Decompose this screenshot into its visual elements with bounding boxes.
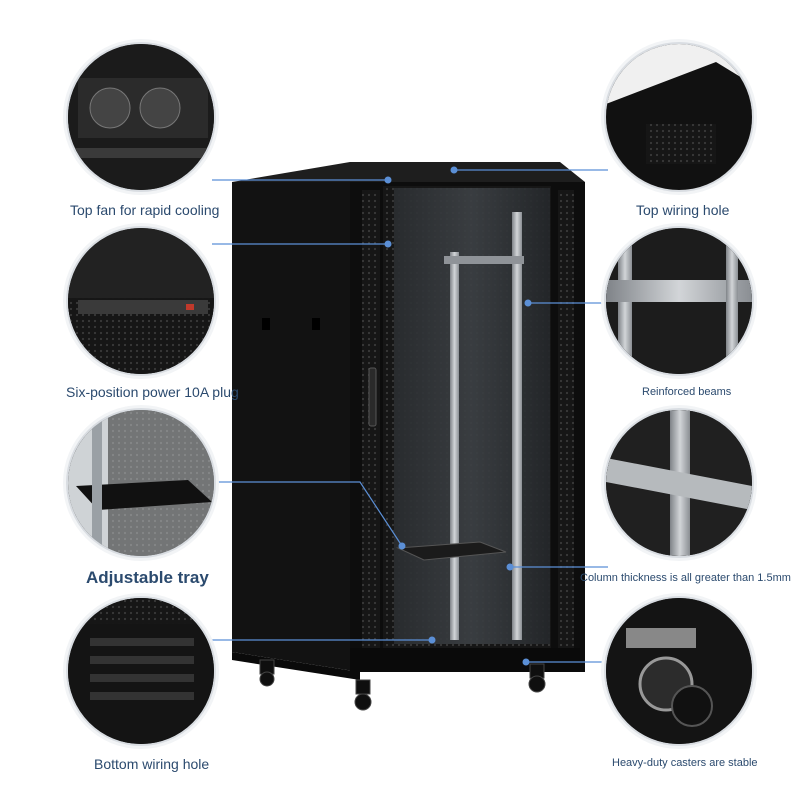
casters-detail-image	[604, 596, 754, 746]
reinforced-beams-detail-image	[604, 226, 754, 376]
column-thickness-label: Column thickness is all greater than 1.5…	[580, 572, 791, 584]
top-fan-detail-image	[66, 42, 216, 192]
casters-label: Heavy-duty casters are stable	[612, 757, 758, 769]
column-thickness-detail-image	[604, 408, 754, 558]
power-plug-label: Six-position power 10A plug	[66, 384, 239, 400]
adjustable-tray-detail-image	[66, 408, 216, 558]
reinforced-beams-label: Reinforced beams	[642, 386, 732, 398]
adjustable-tray-label: Adjustable tray	[86, 568, 209, 587]
top-wiring-detail-image	[604, 42, 754, 192]
top-wiring-label: Top wiring hole	[636, 202, 730, 218]
bottom-wiring-detail-image	[66, 596, 216, 746]
bottom-wiring-label: Bottom wiring hole	[94, 756, 210, 772]
top-fan-label: Top fan for rapid cooling	[70, 202, 220, 218]
power-plug-detail-image	[66, 226, 216, 376]
